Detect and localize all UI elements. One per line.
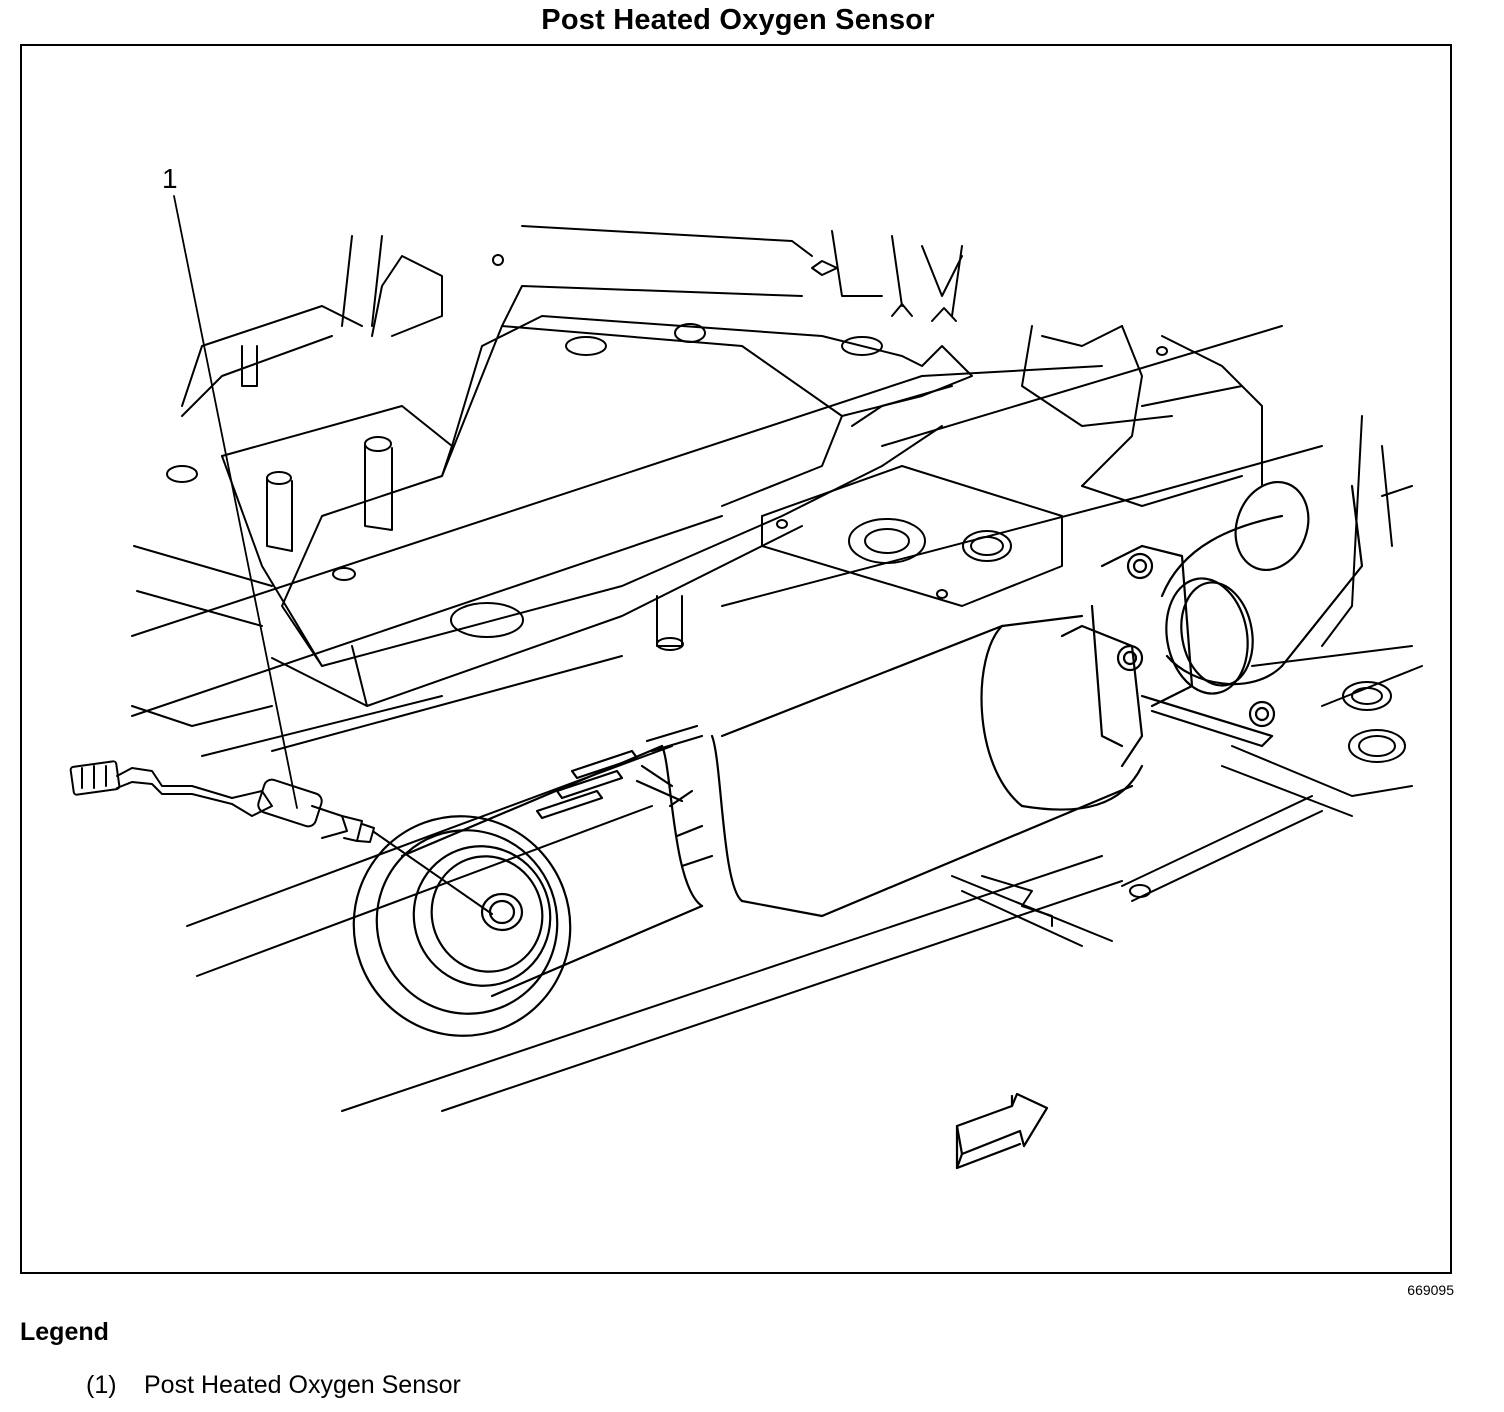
callout-label-1: 1 [162, 163, 178, 194]
underbody-floor-lines [131, 325, 1413, 1112]
legend-item-text: Post Heated Oxygen Sensor [144, 1371, 461, 1399]
post-heated-oxygen-sensor [69, 760, 493, 915]
rear-suspension-structure [1021, 325, 1423, 763]
exhaust-system-illustration: 1 [69, 163, 1423, 1170]
figure-number: 669095 [1407, 1282, 1454, 1298]
exhaust-pipe-assembly [352, 480, 1364, 1037]
crossmember-bracket [166, 225, 973, 707]
diagram-title: Post Heated Oxygen Sensor [541, 4, 935, 36]
forward-direction-arrow-icon [955, 1092, 1049, 1170]
legend-item: (1) Post Heated Oxygen Sensor [86, 1371, 461, 1400]
callout-leader-line [173, 195, 298, 809]
floor-mounting-pad [656, 465, 1063, 651]
legend-item-number: (1) [86, 1371, 117, 1399]
legend-heading: Legend [20, 1318, 109, 1346]
illustration-frame: 1 [20, 44, 1452, 1274]
